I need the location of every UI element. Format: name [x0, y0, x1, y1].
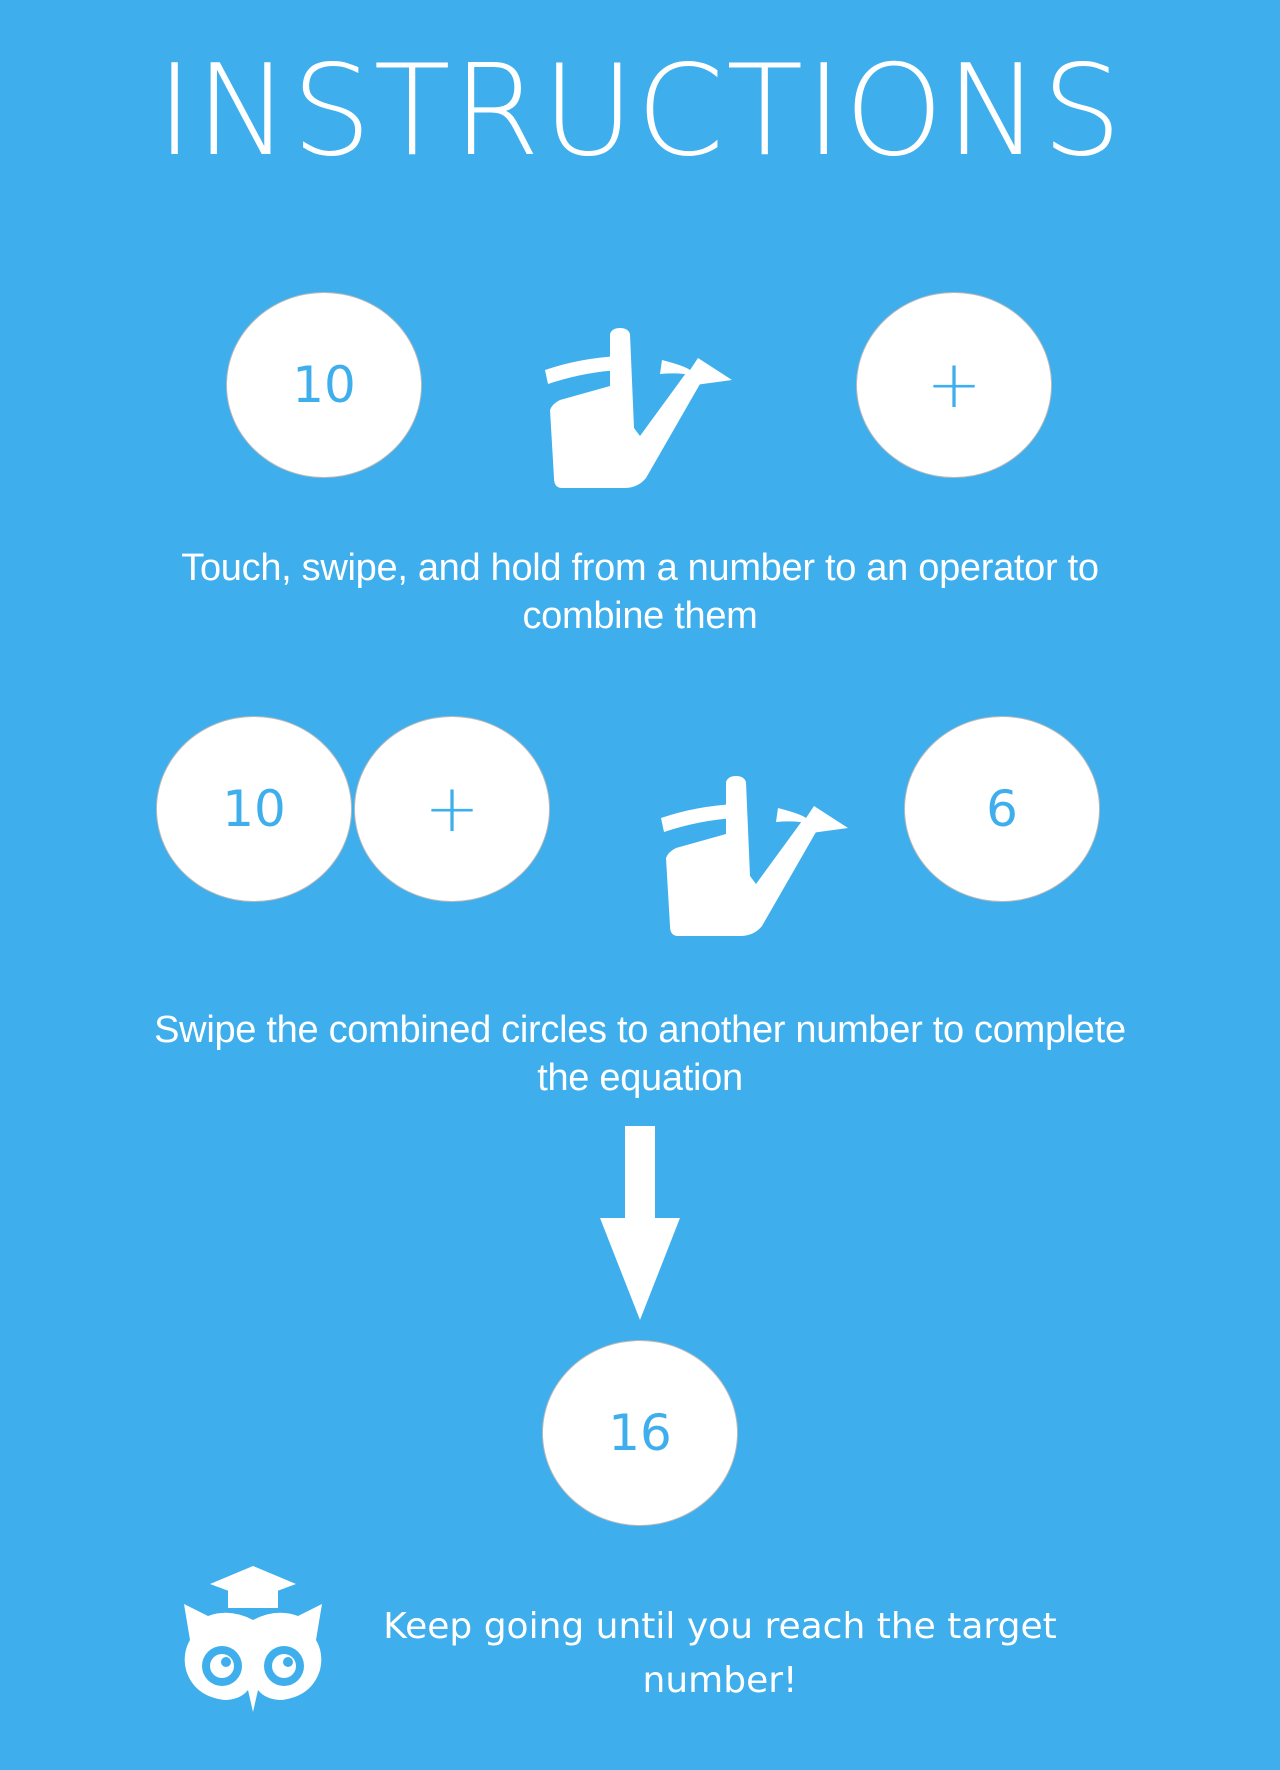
number-circle[interactable]: 10 [226, 292, 422, 478]
operator-circle[interactable]: + [856, 292, 1052, 478]
footer-message: Keep going until you reach the target nu… [383, 1606, 1057, 1701]
swipe-hand-icon [661, 776, 848, 936]
instruction-caption: Swipe the combined circles to another nu… [154, 1009, 1126, 1099]
page-title: INSTRUCTIONS [156, 37, 1124, 184]
arrow-down-icon [600, 1126, 680, 1320]
number-circle[interactable]: 10 [156, 716, 352, 902]
operator-circle[interactable]: + [354, 716, 550, 902]
result-circle: 16 [542, 1340, 738, 1526]
instruction-caption: Touch, swipe, and hold from a number to … [181, 547, 1099, 637]
swipe-hand-icon [545, 328, 732, 488]
owl-graduate-icon [184, 1566, 322, 1712]
number-circle[interactable]: 6 [904, 716, 1100, 902]
